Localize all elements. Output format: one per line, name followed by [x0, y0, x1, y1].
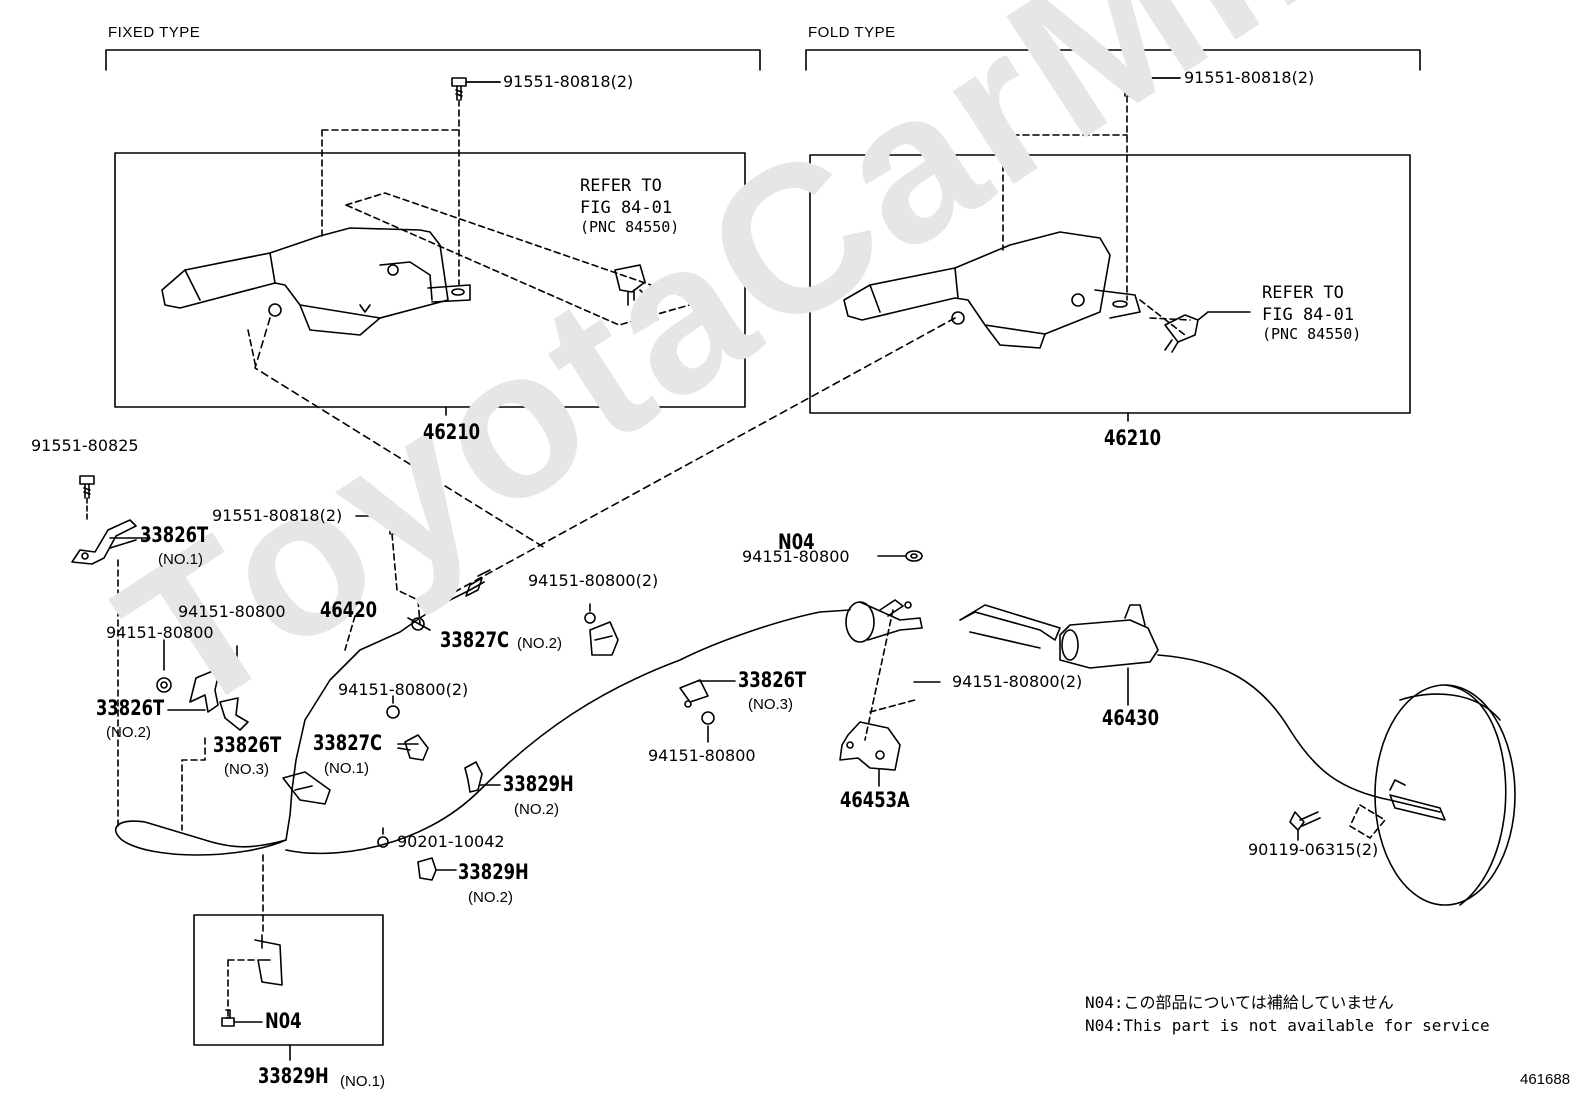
- clip-33829h-no2b-label: 33829H: [458, 860, 529, 884]
- note-english: N04:This part is not available for servi…: [1085, 1016, 1490, 1035]
- intermediate-cable: [285, 609, 851, 855]
- n04-top-label: N04: [778, 530, 815, 554]
- fixed-lever-to-cable-leader: [254, 317, 546, 549]
- clamp-33827c-no1-sub: (NO.1): [324, 760, 369, 777]
- fold-type-title: FOLD TYPE: [808, 24, 896, 41]
- fixed-box-leader: [321, 129, 460, 241]
- nut-n04-icon: [905, 550, 923, 562]
- cable-46420-label: 46420: [320, 598, 377, 622]
- bolt-cable-label: 91551-80818(2): [212, 506, 343, 525]
- bolt-90119-label: 90119-06315(2): [1248, 840, 1379, 859]
- bolt-80825-label: 91551-80825: [31, 436, 139, 455]
- fixed-type-bracket: [105, 49, 761, 71]
- fold-refer-line3: (PNC 84550): [1262, 325, 1362, 343]
- clip-33829h-no2a-icon: [464, 761, 483, 793]
- fold-switch-icon: [1164, 311, 1209, 353]
- front-cable-46420: [115, 569, 491, 856]
- clamp-33827c-no2-sub: (NO.2): [517, 635, 562, 652]
- bracket-33826t-no3-right-sub: (NO.3): [748, 696, 793, 713]
- fold-box-leader: [1002, 134, 1128, 251]
- fixed-lever-label: 46210: [423, 420, 480, 444]
- bracket-46453a-label: 46453A: [840, 788, 910, 812]
- n04-box-label: N04: [265, 1009, 302, 1033]
- nut-2c-label: 94151-80800(2): [952, 672, 1083, 691]
- bracket-33826t-no2-icon: [189, 667, 221, 713]
- screw-90201-label: 90201-10042: [397, 832, 505, 851]
- bracket-33826t-no1-icon: [71, 519, 137, 565]
- fixed-switch-icon: [614, 264, 651, 306]
- fold-switch-region: [1139, 299, 1191, 336]
- nut-b-icon: [701, 711, 715, 725]
- bolt-cable-icon: [355, 511, 400, 535]
- bolt-80825-icon: [79, 475, 95, 499]
- fixed-refer-line2: FIG 84-01: [580, 198, 673, 218]
- fixed-bolt-label: 91551-80818(2): [503, 72, 634, 91]
- bracket-33826t-no1-label: 33826T: [140, 523, 209, 547]
- clamp-33827c-no1-label: 33827C: [313, 731, 383, 755]
- nut-a-left-label: 94151-80800: [106, 623, 214, 642]
- fixed-type-lever-box: [114, 152, 746, 408]
- bracket-33826t-no3-left-sub: (NO.3): [224, 761, 269, 778]
- fixed-switch-region: [345, 192, 701, 326]
- clamp-33827c-no2-icon: [589, 621, 619, 656]
- nut-a-right-label: 94151-80800: [178, 602, 286, 621]
- nut-2b-label: 94151-80800(2): [338, 680, 469, 699]
- fixed-refer-line3: (PNC 84550): [580, 218, 680, 236]
- nut-a-left-icon: [156, 677, 172, 693]
- clip-33829h-no2b-icon: [417, 857, 437, 881]
- rear-cable-46430: [959, 604, 1446, 821]
- clamp-33827c-no1-icon: [397, 734, 429, 761]
- fold-lever-label: 46210: [1104, 426, 1161, 450]
- bracket-33826t-no3-left-icon: [219, 697, 249, 731]
- note-japanese: N04:この部品については補給していません: [1085, 993, 1394, 1012]
- n04-clip-box: [193, 914, 384, 1046]
- nut-2a-icon: [584, 612, 596, 624]
- clip-33829h-no2a-sub: (NO.2): [514, 801, 559, 818]
- equalizer-icon: [845, 599, 923, 643]
- fold-lever-icon: [843, 231, 1141, 349]
- bracket-33826t-no3-left-label: 33826T: [213, 733, 282, 757]
- fold-bolt-label: 91551-80818(2): [1184, 68, 1315, 87]
- nut-c-icon: [377, 836, 389, 848]
- nut-2a-label: 94151-80800(2): [528, 571, 659, 590]
- clip-33829h-no1-icon: [254, 934, 283, 986]
- bracket-46453a-icon: [839, 721, 901, 771]
- nut-2b-icon: [386, 705, 400, 719]
- bolt-90119-icon: [1289, 811, 1321, 831]
- clip-33829h-no1-label: 33829H: [258, 1064, 329, 1088]
- bolt-n04-icon: [221, 1009, 235, 1027]
- clip-33829h-no1-sub: (NO.1): [340, 1073, 385, 1090]
- clamp-33827c-no2-label: 33827C: [440, 628, 510, 652]
- nut-n04-label: 94151-80800: [742, 547, 850, 566]
- fold-type-bracket: [805, 49, 1421, 71]
- fixed-lever-icon: [161, 227, 471, 336]
- figure-number: 461688: [1520, 1071, 1571, 1088]
- nut-b-label: 94151-80800: [648, 746, 756, 765]
- bracket-33826t-no3-right-label: 33826T: [738, 668, 807, 692]
- bracket-33826t-no1-sub: (NO.1): [158, 551, 203, 568]
- clip-33829h-no2b-sub: (NO.2): [468, 889, 513, 906]
- fixed-refer-line1: REFER TO: [580, 176, 662, 196]
- cable-46430-label: 46430: [1102, 706, 1159, 730]
- clip-33829h-no2a-label: 33829H: [503, 772, 574, 796]
- fold-refer-line1: REFER TO: [1262, 283, 1344, 303]
- nut-a-right-icon: [232, 670, 246, 684]
- bracket-33826t-no3-right-icon: [679, 679, 709, 708]
- fold-refer-line2: FIG 84-01: [1262, 305, 1355, 325]
- fold-lever-to-cable-leader: [439, 317, 956, 601]
- fold-type-lever-box: [809, 154, 1411, 414]
- backing-plate-icon: [1374, 684, 1516, 906]
- fixed-type-title: FIXED TYPE: [108, 24, 201, 41]
- bracket-33826t-no2-label: 33826T: [96, 696, 165, 720]
- bracket-33826t-no2-sub: (NO.2): [106, 724, 151, 741]
